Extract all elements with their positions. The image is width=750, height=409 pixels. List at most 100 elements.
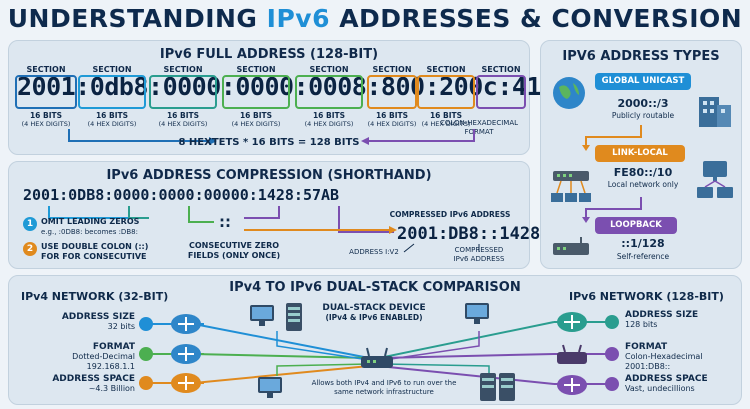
bits-brackets (68, 129, 475, 145)
hexdigits-text: (4 HEX DIGITS) (21, 120, 71, 128)
link-local-desc: Local network only (607, 180, 679, 189)
server-icon-2 (480, 373, 515, 401)
bits-text: 16 BITS (375, 111, 409, 120)
ipv4-router-icon-2 (171, 344, 201, 364)
hexdigits-text: (4 HEX DIGITS) (367, 120, 417, 128)
section-label: SECTION (372, 65, 412, 74)
page-title: UNDERSTANDING IPv6 ADDRESSES & CONVERSIO… (7, 4, 743, 33)
ipv6-space-dot (605, 377, 619, 391)
hexdigits-text: (4 HEX DIGITS) (304, 120, 354, 128)
ipv6-format-dot (605, 347, 619, 361)
building-icon (699, 97, 731, 127)
dual-stack-router-icon (361, 347, 393, 368)
section-label: SECTION (163, 65, 203, 74)
hextet-colon: : (366, 72, 381, 101)
ipv4-router-icon-3 (171, 373, 201, 393)
full-hex-address: 2001:0DB8:0000:0000:00000:1428:57AB (23, 186, 340, 204)
bits-label: 16 BITS(4 HEX DIGITS) (225, 111, 287, 129)
full-address-title: IPv6 FULL ADDRESS (128-BIT) (159, 47, 379, 62)
section-label: SECTION (309, 65, 349, 74)
server-icon-1 (286, 303, 302, 331)
compressed-lbl2: COMPRESSED IPv6 ADDRESS (453, 246, 505, 263)
dual-stack-note: Allows both IPv4 and IPv6 to run over th… (311, 379, 457, 396)
monitor-icon-2 (258, 377, 282, 398)
global-unicast-addr: 2000::/3 (617, 97, 669, 110)
hextet-summary: 8 HEXTETS * 16 BITS = 128 BITS (178, 137, 360, 148)
hextet-box (78, 75, 146, 109)
hextet-box (149, 75, 217, 109)
ipv6-router-icon-1 (557, 312, 587, 332)
ipv4-space-dot (139, 376, 153, 390)
bits-text: 16 BITS (312, 111, 346, 120)
bits-label: 16 BITS(4 HEX DIGITS) (152, 111, 214, 129)
bits-label: 16 BITS(4 HEX DIGITS) (298, 111, 360, 129)
bits-text: 16 BITS (29, 111, 63, 120)
ipv4-address-space: ADDRESS SPACE~4.3 Billion (52, 374, 135, 393)
hextet-box (222, 75, 290, 109)
loopback-badge: LOOPBACK (595, 217, 677, 234)
monitor-icon-1 (250, 305, 274, 326)
hextet-colon: : (497, 72, 512, 101)
bits-label: 16 BITS(4 HEX DIGITS) (15, 111, 77, 129)
hextet-colon: : (220, 72, 236, 101)
bits-label: 16 BITS(4 HEX DIGITS) (415, 111, 477, 129)
hextet-box (15, 75, 77, 109)
dual-stack-device-label: DUAL-STACK DEVICE(IPv4 & IPv6 ENABLED) (322, 303, 426, 322)
globe-icon (553, 77, 585, 109)
step-two-badge: 2 (23, 242, 37, 256)
global-unicast-badge: GLOBAL UNICAST (595, 73, 691, 90)
consecutive-zero-label: CONSECUTIVE ZERO FIELDS (ONLY ONCE) (187, 241, 281, 260)
section-label: SECTION (481, 65, 521, 74)
compressed-label: COMPRESSED IPv6 ADDRESS (389, 210, 511, 219)
section-label: SECTION (236, 65, 276, 74)
bits-label: 16 BITS(4 HEX DIGITS) (361, 111, 423, 129)
hextet-colon: : (293, 72, 309, 101)
ipv4-title: IPv4 NETWORK (32-BIT) (21, 290, 169, 303)
hexdigits-text: (4 HEX DIGITS) (87, 120, 137, 128)
types-arrows (582, 125, 642, 223)
hexdigits-text: (4 HEX DIGITS) (158, 120, 208, 128)
step-one-badge: 1 (23, 217, 37, 231)
dual-stack-panel: IPv4 TO IPv6 DUAL-STACK COMPARISON IPv4 … (8, 275, 742, 405)
address-types-title: IPV6 ADDRESS TYPES (562, 49, 720, 64)
ipv6-router-icon-3 (557, 375, 587, 395)
hextet-box (295, 75, 363, 109)
monitor-icon-3 (465, 303, 489, 324)
section-label: SECTION (426, 65, 466, 74)
router-icon (553, 237, 589, 255)
link-local-addr: FE80::/10 (613, 166, 673, 179)
bits-text: 16 BITS (429, 111, 463, 120)
loopback-addr: ::1/128 (621, 237, 665, 250)
address-types-panel: IPV6 ADDRESS TYPES GLOBAL UNICAST 2000::… (540, 40, 742, 269)
compression-arrows (48, 206, 480, 253)
dual-stack-title: IPv4 TO IPv6 DUAL-STACK COMPARISON (229, 280, 521, 295)
hextet-colon: : (148, 72, 163, 101)
full-address-panel: IPv6 FULL ADDRESS (128-BIT) 2001:0db8:00… (8, 40, 571, 155)
section-label: SECTION (92, 65, 132, 74)
ipv6-size-dot (605, 315, 619, 329)
ipv4-router-icon-1 (171, 314, 201, 334)
bits-text: 16 BITS (239, 111, 273, 120)
bits-text: 16 BITS (95, 111, 129, 120)
bits-text: 16 BITS (166, 111, 200, 120)
bits-label: 16 BITS(4 HEX DIGITS) (81, 111, 143, 129)
hexdigits-text: (4 HEX DIGITS) (231, 120, 281, 128)
link-local-badge: LINK-LOCAL (595, 145, 685, 162)
compression-title: IPv6 ADDRESS COMPRESSION (SHORTHAND) (106, 168, 432, 183)
ipv4-size-dot (139, 317, 153, 331)
ipv6-title: IPv6 NETWORK (128-BIT) (569, 290, 724, 303)
hextet-box (367, 75, 417, 109)
hexdigits-text: (4 HEX DIGITS) (421, 120, 471, 128)
switch-icon (551, 171, 591, 202)
hextet-box (417, 75, 475, 109)
compression-panel: IPv6 ADDRESS COMPRESSION (SHORTHAND) 200… (8, 161, 591, 269)
hextet-colon: : (424, 72, 440, 101)
global-unicast-desc: Publicly routable (611, 111, 675, 120)
hextet-box (476, 75, 526, 109)
